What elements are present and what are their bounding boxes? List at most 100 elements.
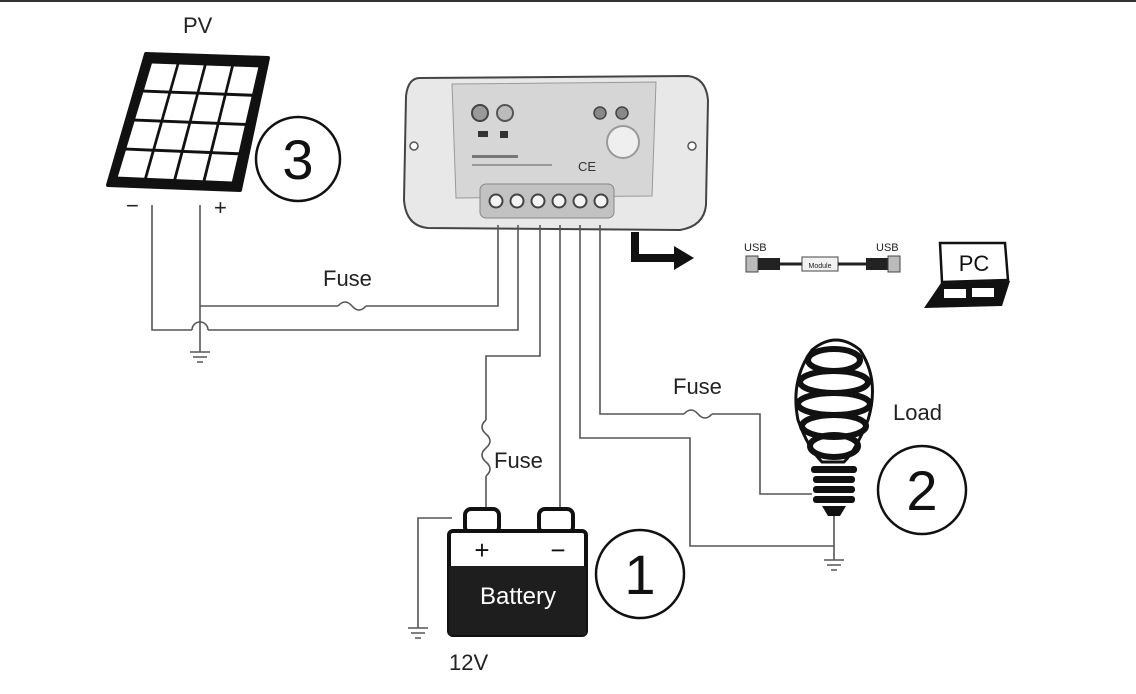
wire-pv-negative-to-controller <box>208 225 519 331</box>
charge-controller: CE <box>402 74 710 232</box>
solar-cell <box>155 122 189 150</box>
bulb-base-band <box>813 496 855 503</box>
battery-minus-label: − <box>550 535 565 565</box>
controller-model-line-1 <box>472 155 518 158</box>
solar-panel-cells <box>117 63 259 182</box>
laptop-keyboard <box>924 281 1010 308</box>
terminal-screw <box>509 193 525 209</box>
pc-laptop: PC <box>924 241 1010 308</box>
battery-label-band <box>449 566 586 635</box>
solar-cell <box>135 92 169 120</box>
solar-panel: PV − + <box>106 13 270 220</box>
callout-battery-circle <box>594 528 686 620</box>
callout-battery-number: 1 <box>624 543 655 606</box>
terminal-screw <box>551 193 567 209</box>
bulb-base-band <box>811 466 857 473</box>
load-bulb: Load <box>794 338 942 516</box>
wire-battery-positive-top <box>485 225 541 420</box>
solar-cell <box>199 65 231 93</box>
bulb-base-band <box>813 476 855 483</box>
usb-left-label: USB <box>744 242 767 254</box>
controller-button <box>606 125 640 159</box>
solar-cell <box>184 123 217 151</box>
ground-load-icon <box>824 559 844 571</box>
battery-label: Battery <box>480 583 556 610</box>
controller-terminal-block <box>479 183 615 219</box>
callout-pv-number: 3 <box>282 128 313 191</box>
controller-ce-mark: CE <box>578 159 596 174</box>
usb-cable: USB Module USB <box>744 242 901 273</box>
controller-led-4 <box>615 106 629 120</box>
controller-led-2 <box>496 104 514 122</box>
usb-left-connector <box>758 258 780 270</box>
solar-cell <box>117 150 152 178</box>
terminal-screw <box>488 193 504 209</box>
solar-cell <box>144 63 177 91</box>
wires <box>151 205 844 639</box>
callout-load-circle <box>876 444 968 536</box>
wire-pv-negative <box>151 205 192 331</box>
pc-label: PC <box>959 251 990 276</box>
solar-cell <box>227 66 259 94</box>
load-label: Load <box>893 400 942 425</box>
controller-mount-hole-left <box>409 141 419 151</box>
solar-cell <box>205 154 238 182</box>
solar-cell <box>147 151 181 179</box>
battery-plus-label: + <box>474 535 489 565</box>
bulb-base-band <box>813 486 855 493</box>
battery-voltage-label: 12V <box>449 650 488 675</box>
usb-right-connector <box>866 258 888 270</box>
usb-module-label: Module <box>809 263 832 270</box>
fuse-battery-label: Fuse <box>494 448 543 473</box>
solar-cell <box>163 93 196 121</box>
laptop-key-right <box>972 288 994 297</box>
wire-load-negative <box>579 225 835 547</box>
wire-pv-positive-to-controller <box>366 225 499 307</box>
bulb-spiral-loop <box>807 432 861 460</box>
fuse-pv-label: Fuse <box>323 266 372 291</box>
usb-right-label: USB <box>876 242 899 254</box>
controller-mount-hole-right <box>687 141 697 151</box>
fuse-load-label: Fuse <box>673 374 722 399</box>
fuse-load-symbol <box>683 409 713 419</box>
callout-battery: 1 <box>594 528 686 620</box>
solar-cell <box>212 124 245 153</box>
controller-model-line-2 <box>472 164 552 166</box>
callout-load: 2 <box>876 444 968 536</box>
battery: + − Battery 12V <box>447 507 588 675</box>
bulb-base <box>811 466 857 503</box>
solar-cell <box>220 95 252 123</box>
terminal-screw <box>593 193 609 209</box>
controller-led-1 <box>471 104 489 122</box>
controller-icon-load <box>500 131 508 138</box>
laptop-screen <box>938 241 1010 284</box>
pv-label: PV <box>183 13 213 38</box>
controller-led-3 <box>593 106 607 120</box>
solar-cell <box>171 64 204 92</box>
solar-cell <box>176 152 210 181</box>
fuse-pv-symbol <box>337 301 367 311</box>
usb-arrow-icon <box>631 232 694 270</box>
controller-terminals <box>488 193 609 209</box>
wire-load-positive <box>599 225 684 415</box>
fuse-battery-symbol <box>481 419 491 477</box>
solar-cell <box>191 94 224 122</box>
callout-pv-circle <box>254 115 342 203</box>
terminal-screw <box>530 193 546 209</box>
wire-battery-ground <box>417 517 452 628</box>
usb-right-plug-icon <box>887 255 901 273</box>
solar-cell <box>126 121 160 149</box>
pv-minus-label: − <box>126 193 139 218</box>
terminal-screw <box>572 193 588 209</box>
wire-load-positive-to-bulb <box>712 413 812 495</box>
pv-plus-label: + <box>214 195 227 220</box>
bulb-tip <box>822 506 846 516</box>
callout-pv: 3 <box>254 115 342 203</box>
laptop-key-left <box>944 289 966 298</box>
callout-load-number: 2 <box>906 459 937 522</box>
usb-left-plug-icon <box>745 255 759 273</box>
ground-battery-icon <box>408 627 428 639</box>
controller-icon-battery <box>478 131 488 137</box>
ground-pv-icon <box>190 351 210 363</box>
